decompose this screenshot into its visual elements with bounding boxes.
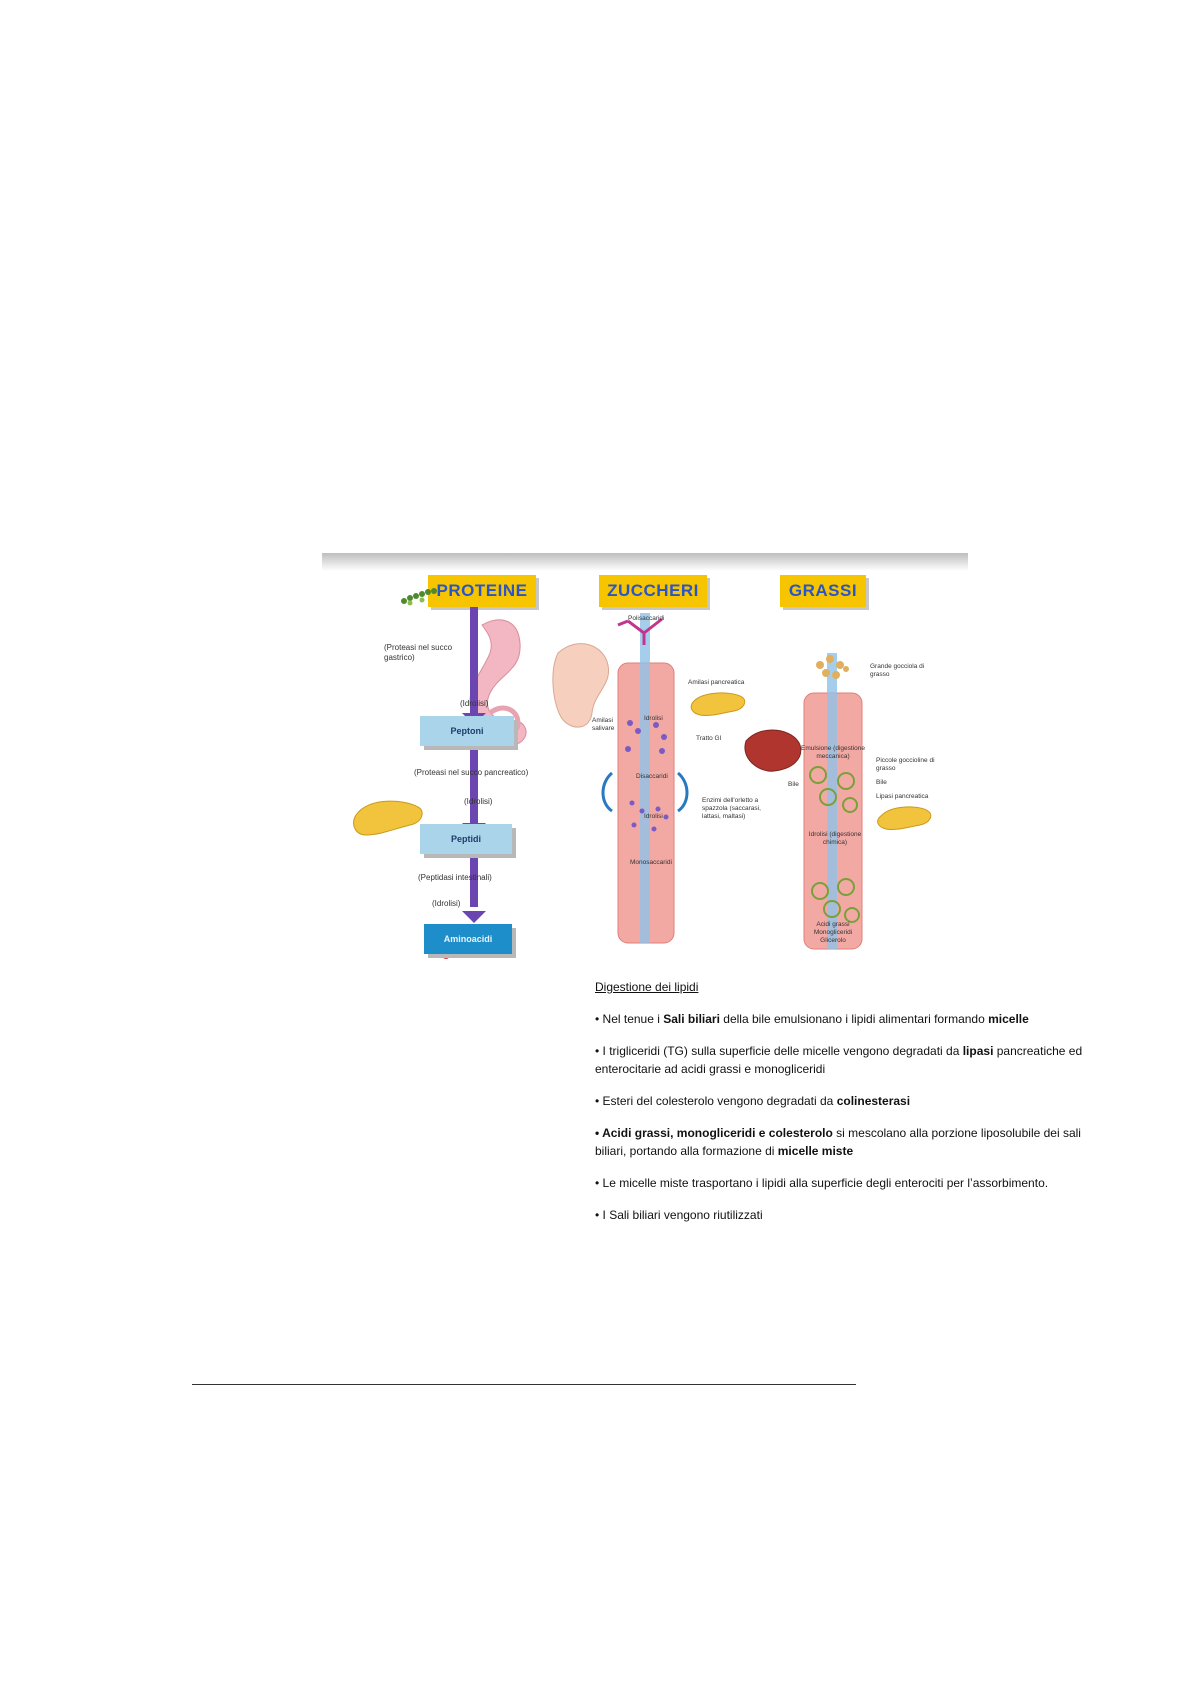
- box-aminoacidi: Aminoacidi: [424, 924, 512, 954]
- label-piccole-gocce: Piccole goccioline di grasso: [876, 757, 935, 772]
- bullet-5-text-a: • Le micelle miste trasportano i lipidi …: [595, 1176, 1049, 1190]
- bullet-6-text-a: • I Sali biliari vengono riutilizzati: [595, 1208, 763, 1222]
- bullet-1-text-a: • Nel tenue i: [595, 1012, 664, 1026]
- box-peptidi: Peptidi: [420, 824, 512, 854]
- label-bile-1: Bile: [788, 781, 799, 788]
- bullet-4-text-b: si mescolano alla porzione liposolubile …: [595, 1126, 1081, 1158]
- bullet-3-bold-a: colinesterasi: [836, 1094, 911, 1108]
- label-disaccaridi: Disaccaridi: [636, 773, 668, 780]
- label-idrolisi-g: Idrolisi (digestione chimica): [808, 831, 862, 846]
- doc-heading: Digestione dei lipidi: [595, 980, 699, 994]
- label-prodotti: Acidi grassi Monogliceridi Glicerolo: [813, 921, 853, 944]
- label-amilasi-pancreatica: Amilasi pancreatica: [688, 679, 745, 686]
- liver-icon: [744, 729, 802, 772]
- label-grande-goccia: Grande gocciola di grasso: [870, 663, 925, 678]
- bullet-1: • Nel tenue i Sali biliari della bile em…: [595, 1010, 1095, 1028]
- micelle-icons: [809, 766, 860, 923]
- label-proteasi-pancreatico: (Proteasi nel succo pancreatico): [414, 768, 529, 777]
- label-emulsione: Emulsione (digestione meccanica): [801, 745, 865, 760]
- header-grassi: GRASSI: [780, 575, 866, 607]
- bullet-3-text-a: • Esteri del colesterolo vengono degrada…: [595, 1094, 837, 1108]
- label-peptidasi: (Peptidasi intestinali): [418, 873, 492, 882]
- figure-illustration: [353, 588, 932, 959]
- bullet-3: • Esteri del colesterolo vengono degrada…: [595, 1092, 1095, 1110]
- bullet-1-bold-b: micelle: [988, 1012, 1029, 1026]
- label-idrolisi-z2: Idrolisi: [644, 813, 663, 820]
- bullet-1-text-b: della bile emulsionano i lipidi alimenta…: [719, 1012, 989, 1026]
- label-amilasi-salivare: Amilasi salivare: [592, 717, 615, 732]
- polysaccharide-icon: [617, 617, 663, 645]
- pancreas-icon-grassi: [877, 806, 932, 830]
- box-peptoni: Peptoni: [420, 716, 514, 746]
- bullet-2-text-a: • I trigliceridi (TG) sulla superficie d…: [595, 1044, 963, 1058]
- label-proteasi-gastrico: (Proteasi nel succo gastrico): [384, 643, 453, 662]
- lipid-digestion-text: Digestione dei lipidi • Nel tenue i Sali…: [595, 978, 1095, 1238]
- protein-chain-icon: [401, 588, 437, 606]
- label-enzimi-orletto: Enzimi dell'orletto a spazzola (saccaras…: [702, 797, 761, 820]
- header-proteine: PROTEINE: [428, 575, 536, 607]
- label-tratto-gi: Tratto GI: [696, 735, 722, 742]
- bullet-4-bold-b: micelle miste: [777, 1144, 854, 1158]
- proteine-main-arrow: [470, 607, 478, 907]
- header-zuccheri: ZUCCHERI: [599, 575, 707, 607]
- label-idrolisi-3: (Idrolisi): [432, 899, 461, 908]
- label-lipasi-pancreatica: Lipasi pancreatica: [876, 793, 929, 800]
- disaccharide-dots: [625, 720, 669, 832]
- bullet-2-text-b: pancreatiche ed enterocitarie ad acidi g…: [595, 1044, 1083, 1076]
- bullet-4-bold-a: • Acidi grassi, monogliceridi e colester…: [595, 1126, 833, 1140]
- label-idrolisi-1: (Idrolisi): [460, 699, 489, 708]
- figure-top-shading: [322, 553, 968, 571]
- footer-divider: [192, 1384, 856, 1385]
- bullet-6: • I Sali biliari vengono riutilizzati: [595, 1206, 1095, 1224]
- face-illustration: [552, 643, 610, 728]
- label-idrolisi-z1: Idrolisi: [644, 715, 663, 722]
- label-bile-2: Bile: [876, 779, 887, 786]
- bullet-1-bold-a: Sali biliari: [663, 1012, 720, 1026]
- label-idrolisi-2: (Idrolisi): [464, 797, 493, 806]
- bullet-2-bold-a: lipasi: [962, 1044, 994, 1058]
- digestion-figure: PROTEINE ZUCCHERI GRASSI: [322, 553, 968, 963]
- pancreas-icon-proteine: [353, 800, 423, 836]
- bullet-4: • Acidi grassi, monogliceridi e colester…: [595, 1124, 1095, 1160]
- label-monosaccaridi: Monosaccaridi: [630, 859, 672, 866]
- pancreas-icon-zuccheri: [690, 692, 746, 716]
- label-polisaccaridi: Polisaccaridi: [628, 615, 665, 622]
- fat-droplet-icon: [816, 655, 849, 679]
- bullet-2: • I trigliceridi (TG) sulla superficie d…: [595, 1042, 1095, 1078]
- bullet-5: • Le micelle miste trasportano i lipidi …: [595, 1174, 1095, 1192]
